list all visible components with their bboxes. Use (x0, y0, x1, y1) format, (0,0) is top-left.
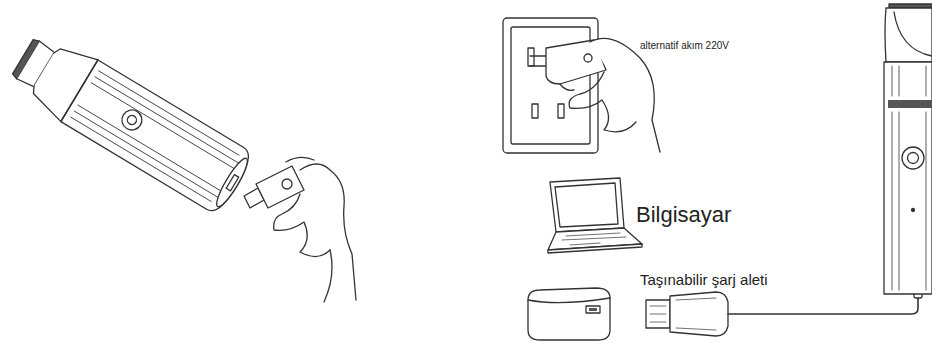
callout-label: Bilgisayar (636, 203, 731, 227)
hand-with-plug (244, 157, 356, 302)
wall-socket (503, 18, 660, 153)
laptop (548, 178, 642, 253)
callout-label: alternatif akım 220V (640, 40, 729, 51)
power-bank (528, 288, 610, 340)
callout-label: Taşınabilir şarj aleti (640, 272, 768, 289)
hair-trimmer (4, 26, 255, 216)
hair-trimmer-vertical (884, 4, 932, 294)
usb-cable (646, 282, 922, 336)
